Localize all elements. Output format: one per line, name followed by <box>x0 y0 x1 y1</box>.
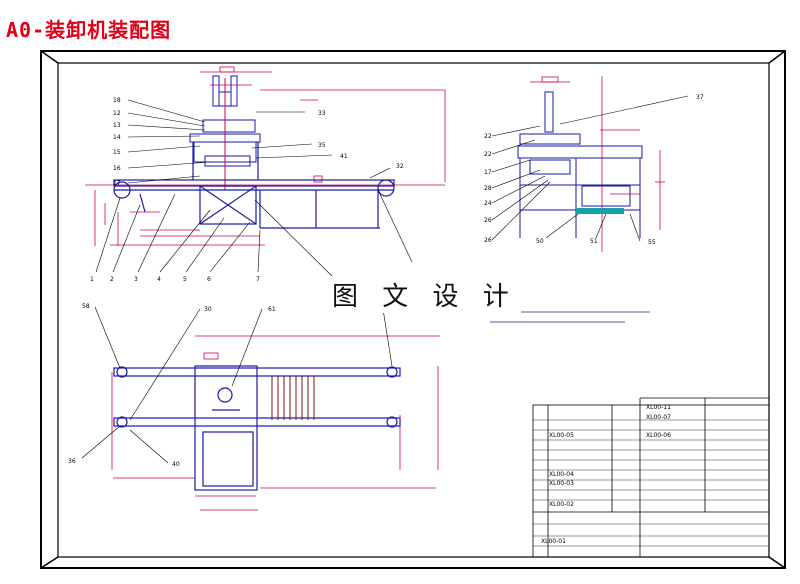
part-number-label: 37 <box>696 94 704 101</box>
part-number-label: 26 <box>484 217 492 224</box>
part-number-label: 16 <box>113 165 121 172</box>
title-block-code: XL00-03 <box>549 480 574 487</box>
part-number-label: 51 <box>590 238 598 245</box>
parts-list-rows <box>533 419 769 547</box>
part-number-label: 61 <box>268 306 276 313</box>
roller-bundle <box>271 376 315 420</box>
part-number-label: 22 <box>484 151 492 158</box>
part-number-label: 30 <box>204 306 212 313</box>
drawing-title: A0-装卸机装配图 <box>6 18 172 42</box>
title-block-code: XL00-04 <box>549 471 574 478</box>
title-block-code: XL00-06 <box>646 432 671 439</box>
part-number-label: 35 <box>318 142 326 149</box>
part-number-label: 12 <box>113 110 121 117</box>
part-number-label: 6 <box>207 276 211 283</box>
part-number-label: 41 <box>340 153 348 160</box>
front-view <box>85 66 446 285</box>
outer-frame <box>40 50 786 569</box>
part-number-label: 50 <box>536 238 544 245</box>
part-number-label: 5 <box>183 276 187 283</box>
part-number-label: 7 <box>256 276 260 283</box>
parts-list-table <box>532 397 770 558</box>
part-number-label: 28 <box>484 185 492 192</box>
watermark-text: 图 文 设 计 <box>328 276 521 313</box>
plan-view <box>81 289 440 511</box>
part-number-label: 55 <box>648 239 656 246</box>
part-number-label: 33 <box>318 110 326 117</box>
title-block-code: XL00-11 <box>646 404 671 411</box>
sheet-corner-marks <box>40 50 786 569</box>
part-number-label: 18 <box>113 97 121 104</box>
part-number-label: 1 <box>90 276 94 283</box>
part-number-label: 58 <box>82 303 90 310</box>
part-number-label: 24 <box>484 200 492 207</box>
part-number-label: 17 <box>484 169 492 176</box>
part-number-label: 3 <box>134 276 138 283</box>
part-number-label: 17 <box>113 180 121 187</box>
part-number-label: 26 <box>484 237 492 244</box>
part-number-label: 15 <box>113 149 121 156</box>
part-number-label: 22 <box>484 133 492 140</box>
title-block-code: XL00-05 <box>549 432 574 439</box>
title-block-code: XL00-02 <box>549 501 574 508</box>
part-number-label: 40 <box>172 461 180 468</box>
title-block-code: XL00-07 <box>646 414 671 421</box>
side-view <box>491 76 689 252</box>
part-number-label: 32 <box>396 163 404 170</box>
inner-frame <box>57 62 770 558</box>
part-number-label: 4 <box>157 276 161 283</box>
part-number-label: 36 <box>68 458 76 465</box>
technical-notes-lines <box>490 311 650 323</box>
part-number-label: 2 <box>110 276 114 283</box>
part-number-label: 14 <box>113 134 121 141</box>
title-block-code: XL00-01 <box>541 538 566 545</box>
part-number-label: 13 <box>113 122 121 129</box>
